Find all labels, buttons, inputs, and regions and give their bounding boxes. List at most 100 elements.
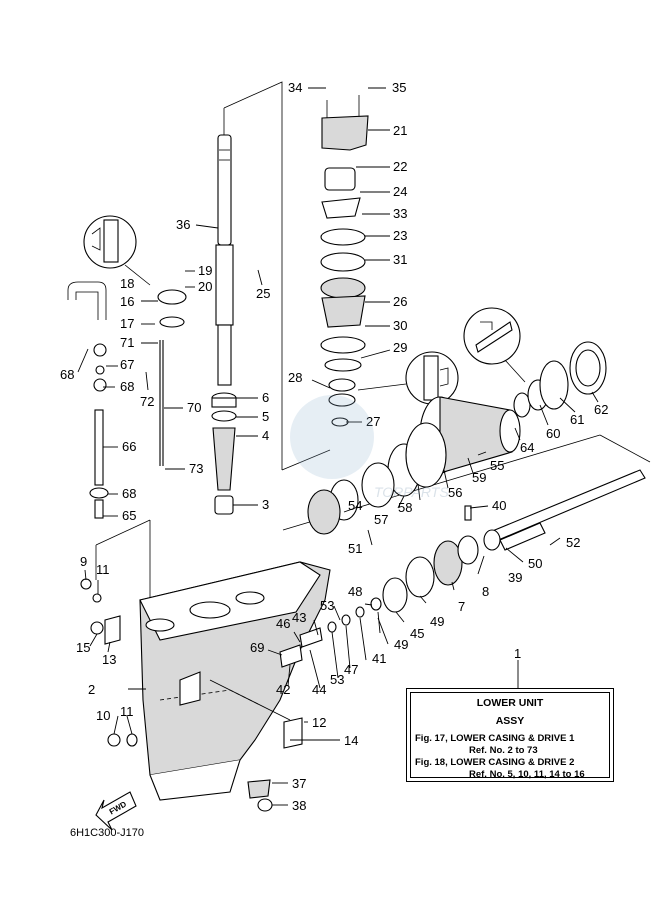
ref-line-3: Fig. 18, LOWER CASING & DRIVE 2 (415, 757, 575, 768)
callout: 66 (122, 439, 136, 454)
callout: 41 (372, 651, 386, 666)
callout: 14 (344, 733, 358, 748)
callout: 46 (276, 616, 290, 631)
detail-circle-left (83, 215, 151, 286)
callout: 61 (570, 412, 584, 427)
callout: 17 (120, 316, 134, 331)
lower-casing (139, 561, 331, 801)
callout: 38 (292, 798, 306, 813)
callout: 71 (120, 335, 134, 350)
callout: 28 (288, 370, 302, 385)
callout: 60 (546, 426, 560, 441)
callout: 56 (448, 485, 462, 500)
detail-circle-right-mid (357, 351, 459, 405)
small-hardware (80, 578, 332, 812)
callout: 29 (393, 340, 407, 355)
callout: 30 (393, 318, 407, 333)
callout: 11 (96, 562, 110, 577)
diagram-code: 6H1C300-J170 (70, 827, 144, 839)
callout: 24 (393, 184, 407, 199)
callout: 49 (430, 614, 444, 629)
ref-title-line2: ASSY (495, 715, 525, 727)
drive-shaft (215, 134, 234, 386)
ref-line-1: Fig. 17, LOWER CASING & DRIVE 1 (415, 733, 575, 744)
callout: 21 (393, 123, 407, 138)
callout: 54 (348, 498, 362, 513)
water-pump-stack (320, 95, 369, 427)
callout: 37 (292, 776, 306, 791)
callout: 43 (292, 610, 306, 625)
callout: 68 (122, 486, 136, 501)
callout: 8 (482, 584, 489, 599)
callout: 34 (288, 80, 302, 95)
callout: 36 (176, 217, 190, 232)
callout: 52 (566, 535, 580, 550)
callout: 25 (256, 286, 270, 301)
callout: 62 (594, 402, 608, 417)
callout: 18 (120, 276, 134, 291)
callout: 53 (330, 672, 344, 687)
callout: 45 (410, 626, 424, 641)
callout: 23 (393, 228, 407, 243)
callout: 57 (374, 512, 388, 527)
ref-callout: 1 (514, 646, 522, 661)
callout: 11 (120, 704, 134, 719)
callout: 58 (398, 500, 412, 515)
callout: 39 (508, 570, 522, 585)
ref-title-line1: LOWER UNIT (476, 697, 544, 709)
callout: 10 (96, 708, 110, 723)
ref-line-4: Ref. No. 5, 10, 11, 14 to 16 (469, 769, 585, 780)
reference-box-inner: LOWER UNIT ASSY Fig. 17, LOWER CASING & … (410, 692, 610, 780)
callout: 72 (140, 394, 154, 409)
propeller-shaft (464, 469, 646, 551)
watermark-text: TORPARTS (374, 484, 449, 500)
callout: 6 (262, 390, 269, 405)
callout: 67 (120, 357, 134, 372)
callout: 7 (458, 599, 465, 614)
shift-rod-assembly (67, 281, 187, 519)
detail-circle-right-top (463, 307, 526, 383)
callout: 40 (492, 498, 506, 513)
callout: 69 (250, 640, 264, 655)
callout: 49 (394, 637, 408, 652)
callout: 50 (528, 556, 542, 571)
callout: 64 (520, 440, 534, 455)
callout: 55 (490, 458, 504, 473)
watermark-logo: TORPARTS (290, 395, 449, 500)
callout: 53 (320, 598, 334, 613)
callout: 9 (80, 554, 87, 569)
callout: 2 (88, 682, 95, 697)
callout: 31 (393, 252, 407, 267)
callout: 16 (120, 294, 134, 309)
callout: 70 (187, 400, 201, 415)
callout-numbers: 34 35 21 22 24 33 23 31 26 30 29 28 36 1… (60, 80, 608, 813)
ref-line-2: Ref. No. 2 to 73 (469, 745, 538, 756)
callout: 73 (189, 461, 203, 476)
callout: 5 (262, 409, 269, 424)
callout: 65 (122, 508, 136, 523)
callout: 3 (262, 497, 269, 512)
leader-lines (77, 87, 599, 806)
callout: 27 (366, 414, 380, 429)
callout: 35 (392, 80, 406, 95)
callout: 19 (198, 263, 212, 278)
callout: 20 (198, 279, 212, 294)
reference-box: LOWER UNIT ASSY Fig. 17, LOWER CASING & … (406, 688, 614, 782)
gears-and-clutch (279, 489, 501, 668)
callout: 68 (60, 367, 74, 382)
callout: 12 (312, 715, 326, 730)
callout: 15 (76, 640, 90, 655)
callout: 68 (120, 379, 134, 394)
callout: 44 (312, 682, 326, 697)
callout: 4 (262, 428, 269, 443)
callout: 22 (393, 159, 407, 174)
callout: 51 (348, 541, 362, 556)
callout: 48 (348, 584, 362, 599)
callout: 26 (393, 294, 407, 309)
callout: 59 (472, 470, 486, 485)
shaft-bushings (211, 392, 237, 515)
callout: 33 (393, 206, 407, 221)
callout: 47 (344, 662, 358, 677)
callout: 13 (102, 652, 116, 667)
